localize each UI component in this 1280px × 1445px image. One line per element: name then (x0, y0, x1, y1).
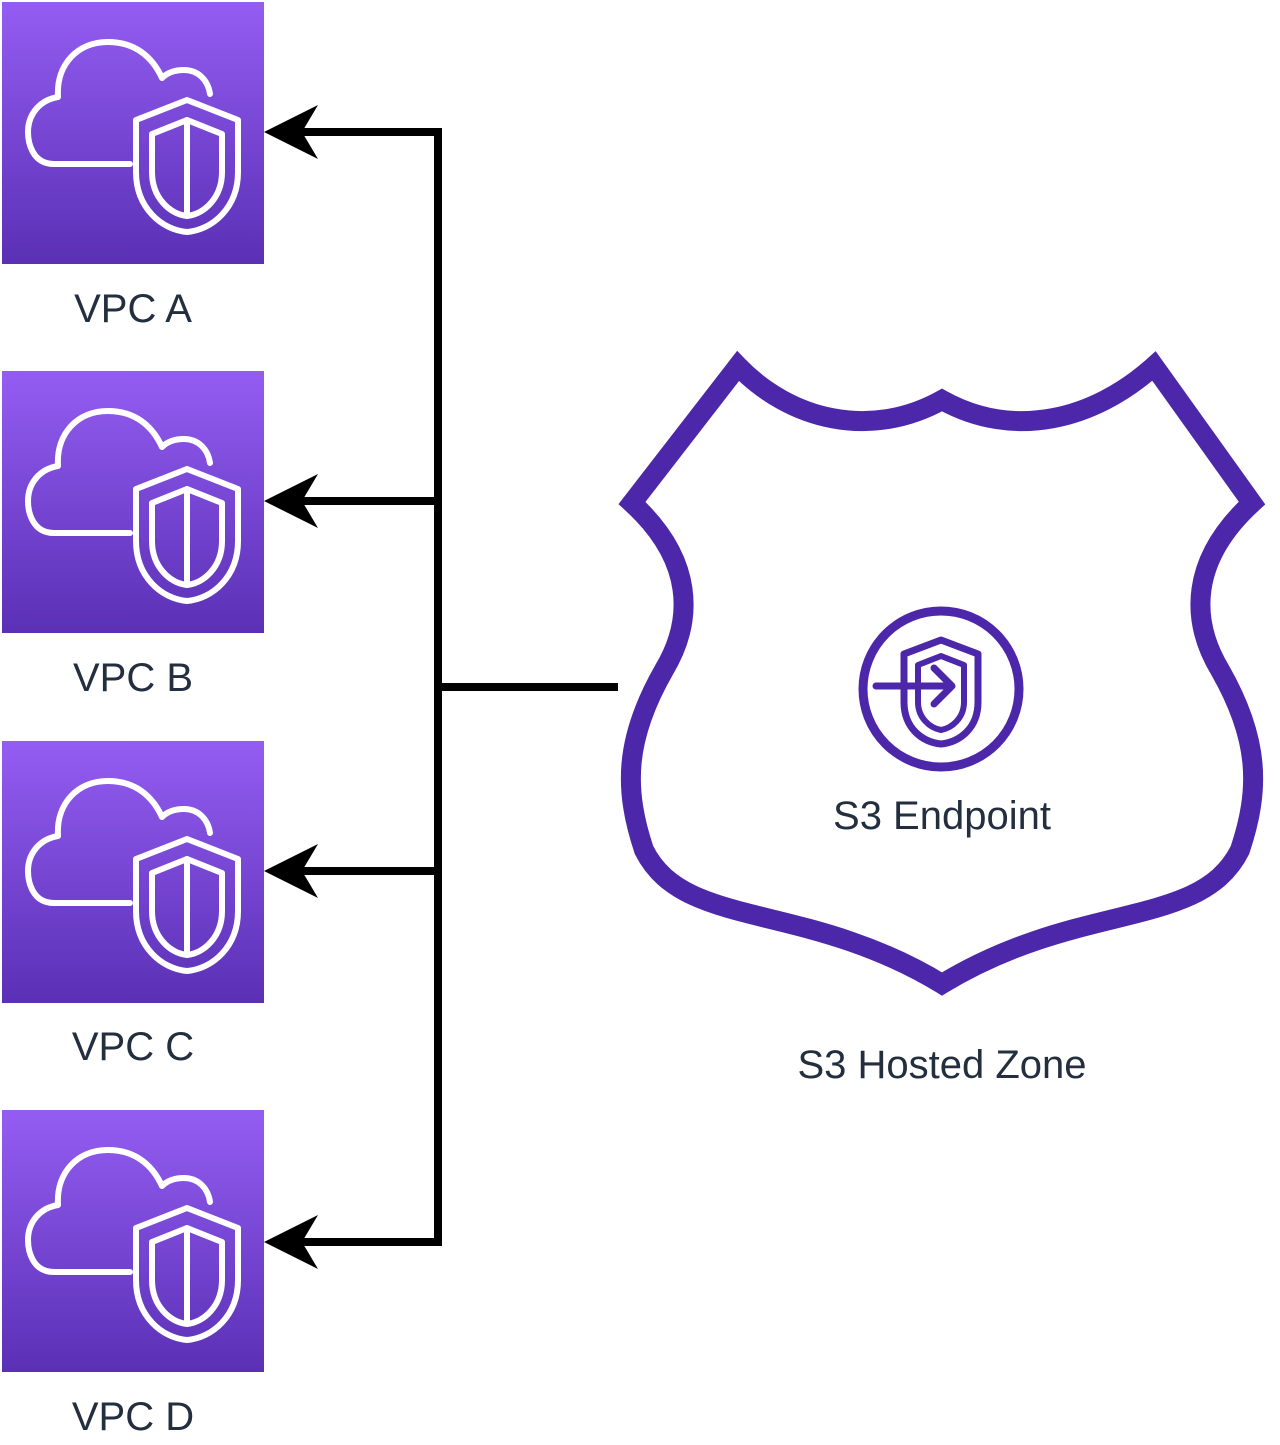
vpc-cloud-shield-icon (2, 741, 264, 1003)
vpc-c-node (2, 741, 264, 1003)
vpc-d-label: VPC D (72, 1395, 194, 1439)
vpc-cloud-shield-icon (2, 1110, 264, 1372)
arrowhead-vpc-b (264, 474, 318, 528)
vpc-b-label: VPC B (73, 656, 193, 700)
connectors (264, 105, 618, 1269)
arrowhead-vpc-c (264, 844, 318, 898)
arrowhead-vpc-a (264, 105, 318, 159)
vpc-d-node (2, 1110, 264, 1372)
s3-hosted-zone: S3 Endpoint (618, 350, 1266, 996)
s3-endpoint-label: S3 Endpoint (833, 794, 1051, 838)
vpc-c-label: VPC C (72, 1025, 194, 1069)
vpc-a-node (2, 2, 264, 264)
vpc-endpoint-icon (858, 606, 1024, 772)
vpc-cloud-shield-icon (2, 2, 264, 264)
vpc-cloud-shield-icon (2, 371, 264, 633)
arrowhead-vpc-d (264, 1215, 318, 1269)
s3-hosted-zone-label: S3 Hosted Zone (797, 1043, 1086, 1087)
vpc-a-label: VPC A (74, 287, 192, 331)
vpc-b-node (2, 371, 264, 633)
